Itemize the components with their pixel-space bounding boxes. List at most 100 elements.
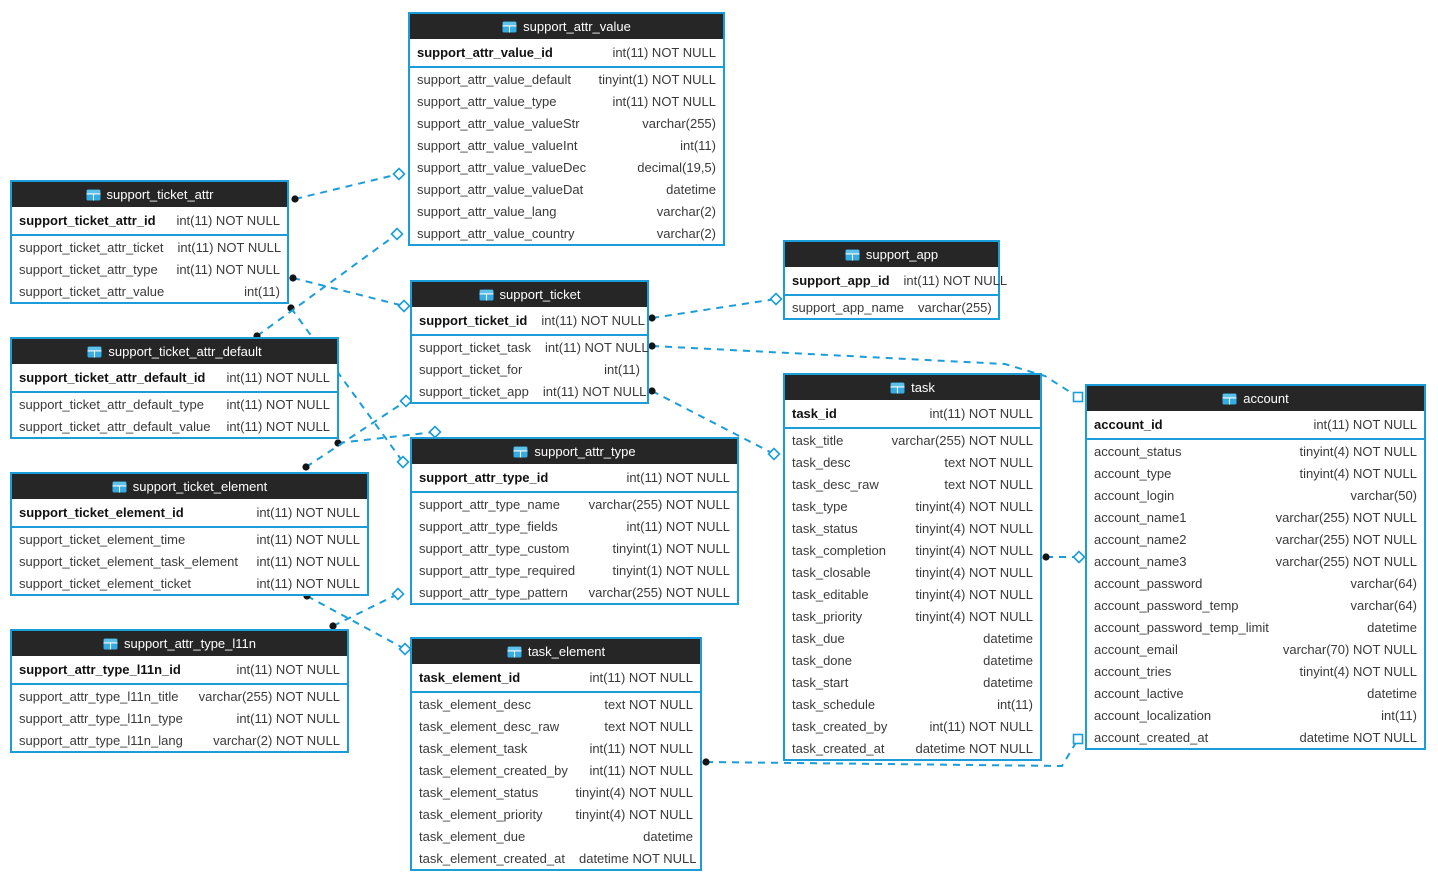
relationship-task_element-to-account[interactable] [702, 733, 1084, 768]
table-header[interactable]: account [1087, 386, 1424, 411]
table-header[interactable]: support_attr_value [410, 14, 723, 39]
table-header[interactable]: support_attr_type [412, 439, 737, 464]
table-support_attr_type_l11n[interactable]: support_attr_type_l11n support_attr_type… [10, 629, 349, 753]
table-header[interactable]: support_attr_type_l11n [12, 631, 347, 656]
relationship-support_ticket_element-to-support_ticket[interactable] [302, 394, 413, 471]
table-header[interactable]: support_ticket_element [12, 474, 367, 499]
table-header[interactable]: task [785, 375, 1040, 400]
table-header[interactable]: support_ticket_attr [12, 182, 287, 207]
table-header[interactable]: support_app [785, 242, 998, 267]
relationship-support_attr_type_l11n-to-support_attr_type[interactable] [329, 587, 405, 630]
table-support_ticket_element[interactable]: support_ticket_element support_ticket_el… [10, 472, 369, 596]
table-support_attr_value[interactable]: support_attr_value support_attr_value_id… [408, 12, 725, 246]
table-support_ticket_attr[interactable]: support_ticket_attr support_ticket_attr_… [10, 180, 289, 304]
relationship-support_ticket-to-account[interactable] [648, 342, 1084, 403]
relationship-support_ticket_attr-to-support_attr_value[interactable] [291, 167, 406, 203]
relationship-task-to-account[interactable] [1042, 550, 1086, 564]
table-header[interactable]: support_ticket [412, 282, 647, 307]
table-header[interactable]: support_ticket_attr_default [12, 339, 337, 364]
relationship-support_ticket-to-support_app[interactable] [648, 292, 783, 322]
table-support_ticket_attr_default[interactable]: support_ticket_attr_default support_tick… [10, 337, 339, 439]
relationship-support_ticket_attr-to-support_ticket[interactable] [289, 274, 411, 313]
relationship-support_ticket-to-task[interactable] [648, 387, 781, 461]
